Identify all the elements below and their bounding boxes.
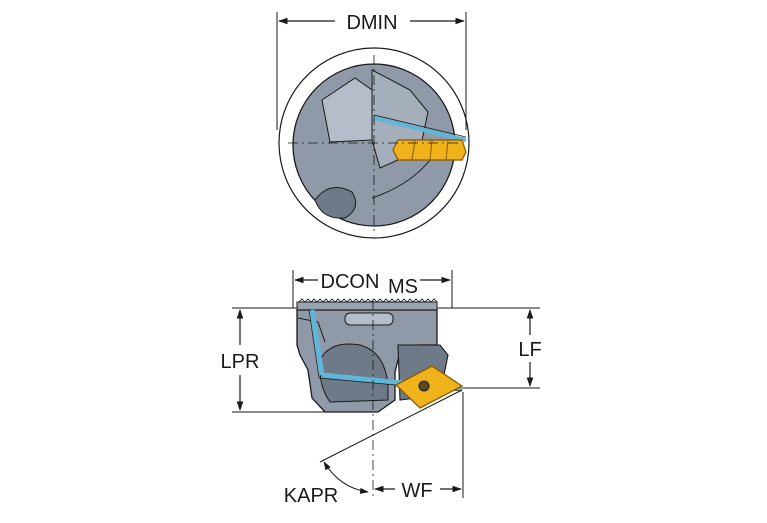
kapr-arc xyxy=(323,461,369,494)
dcon-label: DCON xyxy=(321,271,380,293)
coolant-channel-top xyxy=(373,116,467,142)
body-groove xyxy=(297,317,326,343)
wf-label: WF xyxy=(401,480,432,502)
insert-top-detail-3 xyxy=(445,139,449,161)
side-view: DCON MS LPR LF xyxy=(221,270,542,507)
kapr-edge-line xyxy=(319,389,463,463)
face-hole xyxy=(314,187,357,219)
thread-band xyxy=(296,301,438,311)
ms-label: MS xyxy=(388,276,418,298)
insert-screw xyxy=(418,380,430,392)
body-shadow xyxy=(319,343,389,403)
coolant-channel-top-outline xyxy=(373,114,467,138)
dmin-label: DMIN xyxy=(346,12,397,34)
lf-label: LF xyxy=(518,339,541,361)
coolant-channel-vertical xyxy=(309,309,325,376)
kapr-label: KAPR xyxy=(284,485,338,507)
drive-slot xyxy=(344,312,394,326)
dmin-circle xyxy=(278,47,470,239)
lpr-label: LPR xyxy=(221,351,260,373)
face-curve xyxy=(371,159,431,199)
top-view: DMIN xyxy=(276,12,470,239)
thread-teeth xyxy=(298,298,438,303)
